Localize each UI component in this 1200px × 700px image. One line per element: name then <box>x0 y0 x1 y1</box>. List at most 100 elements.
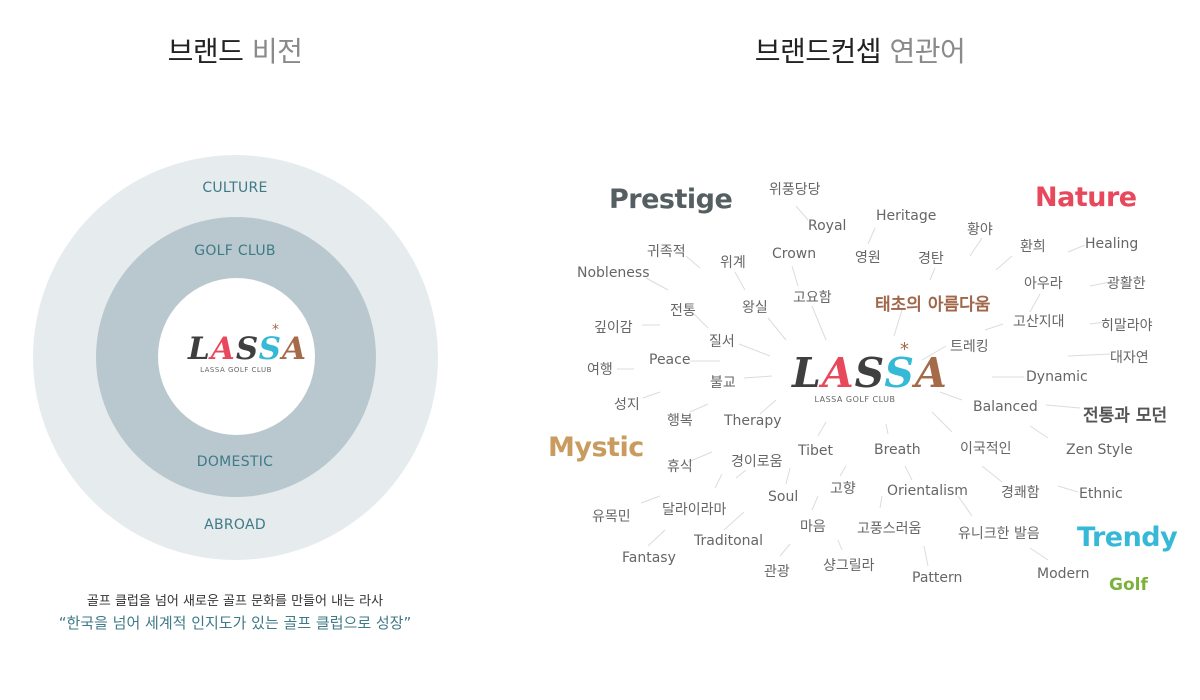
connector-line <box>779 543 791 557</box>
category-prestige: Prestige <box>609 184 733 215</box>
word-item: 대자연 <box>1110 350 1149 366</box>
word-item: 깊이감 <box>594 320 633 336</box>
connector-line <box>817 421 827 437</box>
concept-title-light: 연관어 <box>889 35 966 68</box>
word-item: Fantasy <box>622 550 676 566</box>
logo-large-letter-4: S <box>884 349 915 397</box>
lassa-logo-small: LASSA * LASSA GOLF CLUB <box>188 322 306 374</box>
connector-line <box>957 495 973 517</box>
connector-line <box>689 403 709 413</box>
connector-line <box>1067 244 1086 253</box>
category-mystic: Mystic <box>548 432 644 463</box>
connector-line <box>647 529 666 547</box>
logo-subtitle: LASSA GOLF CLUB <box>200 366 272 374</box>
connector-line <box>839 465 847 477</box>
word-item: 유니크한 발음 <box>958 526 1040 542</box>
connector-line <box>734 271 746 291</box>
vision-title-dark: 브랜드 <box>167 35 244 68</box>
connector-line <box>1089 321 1106 325</box>
word-item: 여행 <box>587 362 613 378</box>
connector-line <box>885 423 889 435</box>
word-item: Dynamic <box>1026 369 1088 385</box>
connector-line <box>1067 353 1111 357</box>
connector-line <box>939 391 963 401</box>
category-golf: Golf <box>1109 575 1148 595</box>
word-item: 행복 <box>667 413 693 429</box>
connector-line <box>785 467 791 485</box>
word-item: Soul <box>768 489 799 505</box>
word-item: Crown <box>772 246 817 262</box>
lassa-logo-large: LASSA * LASSA GOLF CLUB <box>792 339 947 404</box>
word-item: 경탄 <box>918 251 944 267</box>
word-item: 트레킹 <box>950 339 989 355</box>
connector-line <box>893 309 903 337</box>
connector-line <box>981 465 1003 483</box>
word-item: Nobleness <box>577 265 650 281</box>
category-beauty: 태초의 아름다움 <box>875 295 991 315</box>
word-item: Modern <box>1037 566 1090 582</box>
ring-label-domestic: DOMESTIC <box>196 454 274 470</box>
connector-line <box>687 451 713 463</box>
connector-line <box>714 473 723 489</box>
ring-label-culture: CULTURE <box>202 180 268 196</box>
logo-letter-1: L <box>188 331 211 367</box>
ring-label-abroad: ABROAD <box>204 517 266 533</box>
word-item: 달라이라마 <box>662 502 727 518</box>
word-item: Breath <box>874 442 921 458</box>
word-item: 위풍당당 <box>769 182 821 198</box>
connector-line <box>811 305 827 341</box>
word-item: 마음 <box>800 519 826 535</box>
connector-line <box>929 267 936 281</box>
word-item: 성지 <box>614 397 640 413</box>
word-item: 이국적인 <box>960 441 1012 457</box>
concept-title: 브랜드컨셉 연관어 <box>660 30 1060 70</box>
connector-line <box>811 495 819 511</box>
logo-letters-large: LASSA <box>792 349 947 397</box>
connector-line <box>923 545 929 567</box>
word-item: Therapy <box>724 413 782 429</box>
word-item: 관광 <box>764 564 790 580</box>
connector-line <box>685 255 701 269</box>
word-item: 경쾌함 <box>1001 485 1040 501</box>
connector-line <box>642 391 661 399</box>
vision-description: 골프 클럽을 넘어 새로운 골프 문화를 만들어 내는 라사 <box>86 594 384 609</box>
connector-line <box>791 265 799 287</box>
word-item: Orientalism <box>887 483 968 499</box>
word-item: Pattern <box>912 570 963 586</box>
word-item: Heritage <box>876 208 937 224</box>
logo-letter-5: A <box>281 331 308 367</box>
word-item: Ethnic <box>1079 486 1123 502</box>
connector-line <box>645 277 669 291</box>
connector-line <box>969 237 983 257</box>
word-item: 경이로움 <box>731 454 783 470</box>
word-item: 고향 <box>830 481 856 497</box>
word-item: 광활한 <box>1107 276 1146 292</box>
connector-line <box>743 375 773 379</box>
connector-line <box>904 465 913 481</box>
connector-line <box>1057 485 1079 493</box>
word-item: 영원 <box>855 250 881 266</box>
logo-star-icon: * <box>272 322 279 338</box>
category-nature: Nature <box>1035 182 1137 213</box>
word-item: Peace <box>649 352 691 368</box>
logo-letter-3: S <box>235 331 259 367</box>
word-item: Balanced <box>973 399 1038 415</box>
word-item: 휴식 <box>667 459 693 475</box>
vision-title: 브랜드 비전 <box>0 30 470 70</box>
connector-line <box>921 345 947 361</box>
word-item: Zen Style <box>1066 442 1133 458</box>
logo-letter-4: S <box>258 331 282 367</box>
word-item: 불교 <box>710 375 736 391</box>
logo-large-letter-1: L <box>792 349 822 397</box>
word-item: 아우라 <box>1024 276 1063 292</box>
connector-line <box>693 313 709 329</box>
logo-large-letter-2: A <box>821 349 855 397</box>
logo-large-subtitle: LASSA GOLF CLUB <box>814 395 896 404</box>
word-item: 황야 <box>967 222 993 238</box>
vision-title-light: 비전 <box>251 35 303 68</box>
vision-slogan: “한국을 넘어 세계적 인지도가 있는 골프 클럽으로 성장” <box>58 614 412 632</box>
word-item: 전통 <box>670 303 696 319</box>
ring-label-golf-club: GOLF CLUB <box>194 243 276 259</box>
connector-line <box>1029 293 1041 313</box>
word-item: 고산지대 <box>1013 314 1065 330</box>
